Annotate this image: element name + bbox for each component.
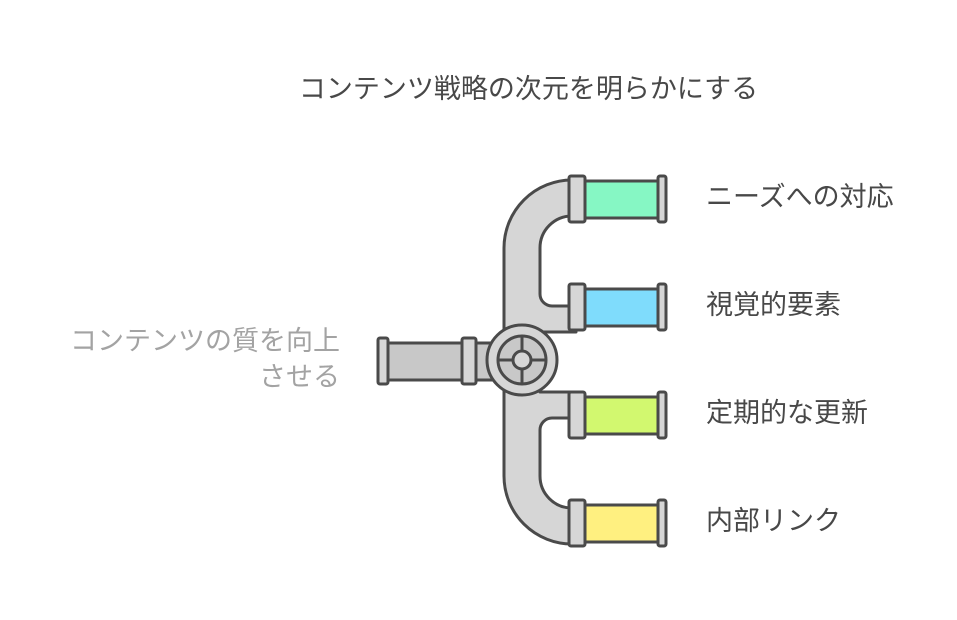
output-cap-needs — [656, 174, 668, 224]
output-pipe-needs — [583, 179, 662, 220]
output-cap-visual — [656, 282, 668, 332]
output-label-updates: 定期的な更新 — [706, 398, 868, 429]
output-cap-links — [656, 498, 668, 548]
diagram-title: コンテンツ戦略の次元を明らかにする — [298, 74, 759, 105]
input-pipe-coupling — [460, 336, 478, 386]
output-coupling-links — [567, 498, 587, 548]
output-coupling-updates — [567, 390, 587, 440]
output-pipe-visual — [583, 287, 662, 328]
input-label-line2: させる — [259, 362, 340, 393]
input-pipe — [383, 341, 497, 382]
input-label-line1: コンテンツの質を向上 — [70, 326, 340, 357]
input-label: コンテンツの質を向上 させる — [70, 324, 340, 396]
output-pipe-updates — [583, 395, 662, 436]
valve-center — [511, 349, 533, 371]
output-label-links: 内部リンク — [706, 506, 841, 537]
output-coupling-needs — [567, 174, 587, 224]
output-label-needs: ニーズへの対応 — [706, 182, 894, 213]
output-coupling-visual — [567, 282, 587, 332]
output-cap-updates — [656, 390, 668, 440]
output-pipe-links — [583, 503, 662, 544]
output-label-visual: 視覚的要素 — [706, 290, 841, 321]
input-pipe-cap — [376, 336, 390, 386]
